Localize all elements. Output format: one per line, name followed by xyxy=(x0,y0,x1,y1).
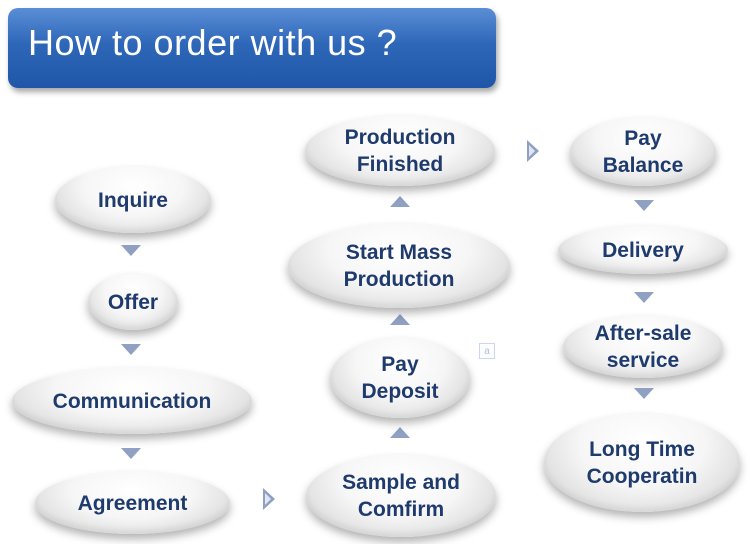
arrow-right-icon xyxy=(527,140,539,162)
page-title: How to order with us ? xyxy=(28,22,398,63)
step-communication: Communication xyxy=(12,368,252,434)
step-long-time-cooperation-label: Long Time Cooperatin xyxy=(586,438,698,488)
step-offer: Offer xyxy=(88,274,178,330)
step-delivery: Delivery xyxy=(558,226,728,274)
step-sample-confirm-label: Sample and Comfirm xyxy=(342,471,460,521)
arrow-down-icon xyxy=(634,200,654,211)
step-after-sale-service-label: After-sale service xyxy=(594,322,692,372)
arrow-right-icon xyxy=(263,488,275,510)
arrow-up-icon xyxy=(390,196,410,207)
step-sample-confirm: Sample and Comfirm xyxy=(306,455,496,537)
step-start-mass-production: Start Mass Production xyxy=(288,224,510,308)
step-production-finished: Production Finished xyxy=(305,116,495,186)
step-pay-balance: Pay Balance xyxy=(570,118,716,186)
arrow-down-icon xyxy=(121,448,141,459)
step-pay-deposit: Pay Deposit xyxy=(330,338,470,418)
step-offer-label: Offer xyxy=(107,290,159,314)
step-after-sale-service: After-sale service xyxy=(563,316,723,378)
arrow-down-icon xyxy=(121,344,141,355)
step-communication-label: Communication xyxy=(52,389,212,413)
watermark-icon: a xyxy=(479,343,495,359)
step-pay-deposit-label: Pay Deposit xyxy=(361,353,439,403)
step-pay-balance-label: Pay Balance xyxy=(602,127,684,177)
step-agreement-label: Agreement xyxy=(77,491,188,515)
step-delivery-label: Delivery xyxy=(602,238,684,262)
step-agreement: Agreement xyxy=(35,472,230,534)
step-inquire: Inquire xyxy=(55,167,211,233)
title-banner: How to order with us ? xyxy=(8,8,496,88)
arrow-down-icon xyxy=(634,388,654,399)
step-long-time-cooperation: Long Time Cooperatin xyxy=(544,414,740,512)
arrow-down-icon xyxy=(634,292,654,303)
arrow-up-icon xyxy=(390,427,410,438)
step-start-mass-production-label: Start Mass Production xyxy=(343,241,455,291)
arrow-down-icon xyxy=(121,245,141,256)
step-inquire-label: Inquire xyxy=(97,188,168,212)
step-production-finished-label: Production Finished xyxy=(344,126,456,176)
arrow-up-icon xyxy=(390,314,410,325)
